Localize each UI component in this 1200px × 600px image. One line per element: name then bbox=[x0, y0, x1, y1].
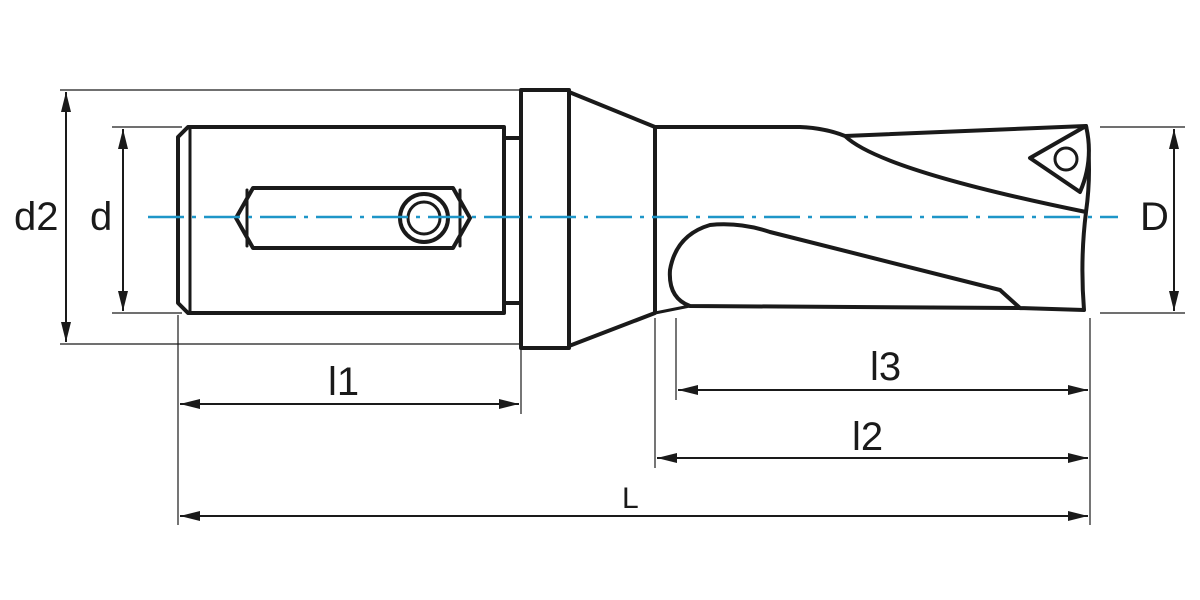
label-d: d bbox=[90, 195, 112, 239]
drill-body bbox=[176, 88, 1091, 350]
extension-lines bbox=[60, 89, 1185, 525]
label-D: D bbox=[1140, 195, 1169, 239]
label-l1: l1 bbox=[328, 360, 359, 404]
dimension-lines bbox=[61, 92, 1179, 521]
label-l2: l2 bbox=[852, 415, 883, 459]
label-l3: l3 bbox=[870, 345, 901, 389]
label-L: L bbox=[622, 482, 639, 515]
insert bbox=[1028, 124, 1091, 194]
insert-screw bbox=[1053, 146, 1079, 172]
label-d2: d2 bbox=[14, 195, 59, 239]
cone bbox=[567, 90, 657, 348]
drill-head bbox=[653, 124, 1091, 312]
flange bbox=[519, 88, 571, 350]
neck bbox=[502, 136, 523, 305]
